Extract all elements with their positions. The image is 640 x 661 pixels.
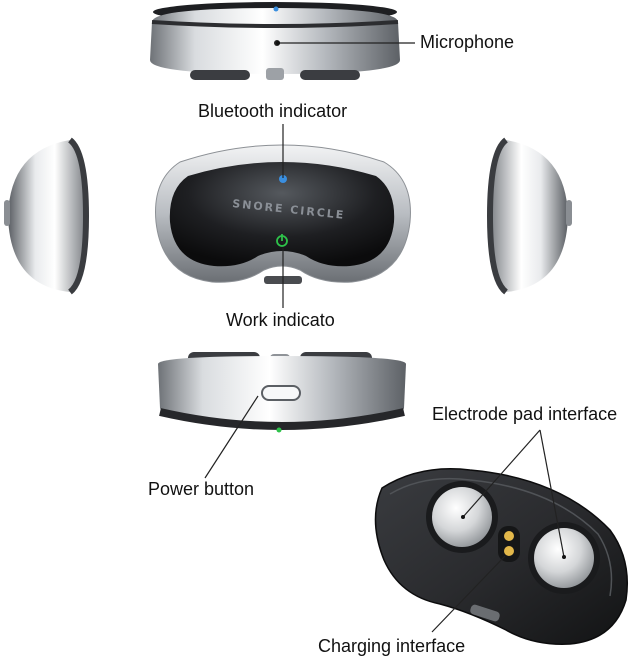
electrode-pad-interface-label: Electrode pad interface: [432, 404, 618, 424]
charging-contact-icon: [504, 531, 514, 541]
leader-line-dots: [276, 41, 566, 559]
work-indicator-label: Work indicato: [226, 310, 335, 330]
device-bottom-view: [158, 352, 406, 433]
device-underside-view: [374, 468, 629, 645]
leader-lines: [204, 42, 565, 633]
bluetooth-led-icon: [279, 175, 287, 183]
power-button-label: Power button: [148, 479, 255, 499]
bluetooth-indicator-label: Bluetooth indicator: [198, 101, 348, 121]
charging-interface-label: Charging interface: [318, 636, 466, 656]
device-left-side-view: [4, 137, 90, 295]
power-icon: [276, 234, 288, 247]
device-right-side-view: [486, 137, 572, 295]
device-front-view: [155, 144, 411, 284]
microphone-label: Microphone: [420, 32, 515, 52]
device-top-view: [150, 2, 400, 80]
power-button[interactable]: [261, 385, 301, 401]
